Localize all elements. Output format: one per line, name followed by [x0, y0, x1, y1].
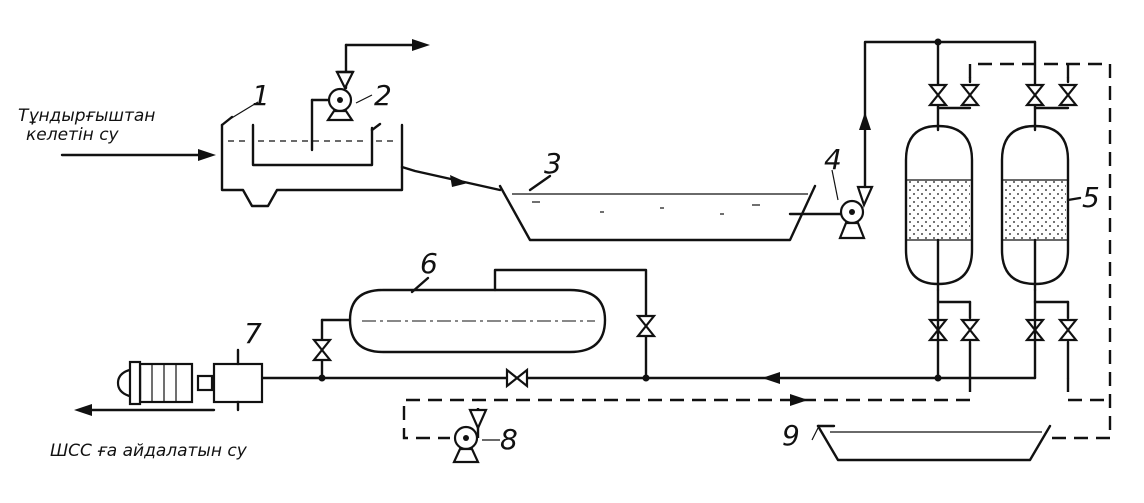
- outlet-label: ШСС ға айдалатын су: [50, 441, 247, 461]
- number-1: 1: [252, 79, 270, 112]
- receiving-tank-1: [220, 115, 404, 208]
- label-5-leader: [1066, 196, 1082, 202]
- number-7: 7: [244, 317, 262, 350]
- number-6: 6: [420, 247, 438, 280]
- filter-5a: [904, 124, 974, 292]
- inlet-label-line2: келетін су: [26, 125, 119, 145]
- number-4: 4: [824, 143, 842, 176]
- filter-5b: [1000, 124, 1070, 292]
- number-leaders: [229, 94, 839, 441]
- number-2: 2: [374, 79, 392, 112]
- backwash-line-top: [968, 62, 1112, 440]
- number-8: 8: [500, 423, 518, 456]
- reservoir-valves: [311, 314, 657, 389]
- inlet-flow-arrow: [60, 149, 216, 161]
- settling-tank-3: [498, 174, 817, 242]
- number-3: 3: [544, 147, 562, 180]
- number-5: 5: [1082, 181, 1100, 214]
- pipe-tank1-to-tank3: [400, 165, 502, 192]
- filter-top-valves: [927, 76, 1079, 110]
- pump-unit-7: [74, 348, 264, 416]
- filtered-water-main: [260, 372, 1037, 384]
- pump-4: [838, 185, 874, 240]
- wash-tank-9: [816, 424, 1052, 462]
- pump-8: [452, 408, 488, 464]
- number-9: 9: [782, 419, 800, 452]
- pump-2: [325, 70, 355, 122]
- inlet-label-line1: Тұндырғыштан: [18, 106, 156, 126]
- pipe-pump4-to-filters: [859, 38, 1037, 189]
- reservoir-6: [320, 268, 648, 380]
- filter-bottom-valves: [927, 288, 1079, 380]
